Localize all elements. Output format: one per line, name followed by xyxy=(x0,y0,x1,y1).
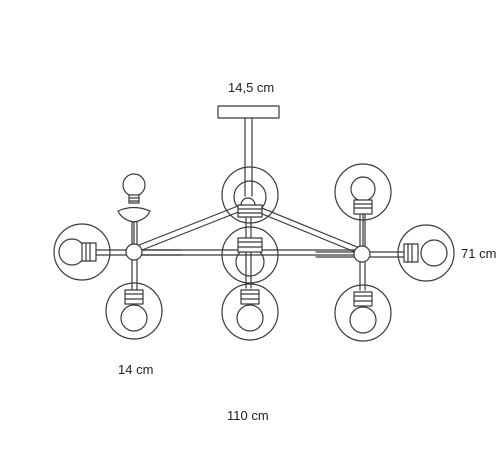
globe-right xyxy=(397,224,455,282)
globe-bottom-right xyxy=(334,284,392,342)
globe-left xyxy=(53,223,111,281)
ceiling-canopy xyxy=(217,105,280,119)
globe-center xyxy=(221,226,279,284)
bare-bulb-left xyxy=(117,173,151,245)
total-height-label: 71 cm xyxy=(461,246,497,261)
globe-bottom-center xyxy=(221,283,279,341)
globe-diameter-label: 14 cm xyxy=(118,362,154,377)
down-rod xyxy=(244,117,253,197)
globe-top-center xyxy=(221,166,279,224)
right-hub xyxy=(353,245,371,263)
total-width-label: 110 cm xyxy=(227,408,269,423)
canopy-width-label: 14,5 cm xyxy=(228,80,275,95)
globe-top-right xyxy=(334,163,392,247)
left-hub xyxy=(125,243,143,261)
globe-bottom-left xyxy=(105,282,163,340)
